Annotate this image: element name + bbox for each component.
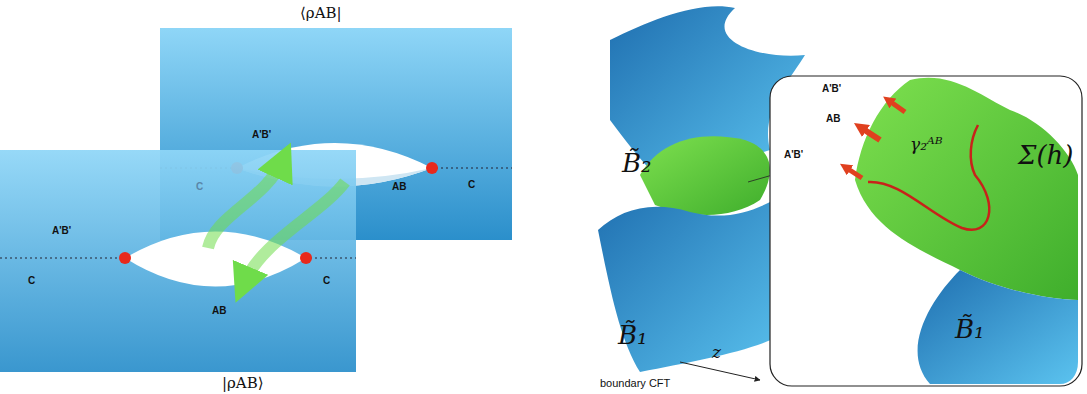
region-label: C [196, 182, 203, 192]
lower-sheet [0, 150, 356, 372]
region-label: A'B' [822, 84, 841, 94]
region-label: AB [392, 182, 406, 192]
inset-panel: Σ(h) γ₂ᴬᴮB̃₁ A'B' AB A'B' [770, 76, 1082, 386]
axis-label: boundary CFT [600, 378, 670, 389]
region-label: C [468, 180, 475, 190]
bra-label: ⟨ρAB| [300, 6, 342, 21]
surface-label: B̃₁ [618, 322, 648, 348]
surface-label: Σ(h) [1018, 142, 1073, 168]
green-arrows [208, 160, 345, 285]
surface-label: B̃₁ [955, 316, 985, 342]
ket-label: |ρAB⟩ [222, 376, 264, 391]
inset [770, 76, 1082, 386]
region-label: A'B' [252, 130, 271, 140]
region-label: A'B' [784, 150, 803, 160]
curve-label: γ₂ᴬᴮ [910, 136, 943, 153]
surface-label: B̃₂ [622, 150, 652, 176]
axis-label: z [712, 344, 721, 361]
region-label: C [28, 276, 35, 286]
region-label: AB [212, 306, 226, 316]
region-label: C [323, 276, 330, 286]
region-label: AB [826, 114, 840, 124]
region-label: A'B' [52, 226, 71, 236]
